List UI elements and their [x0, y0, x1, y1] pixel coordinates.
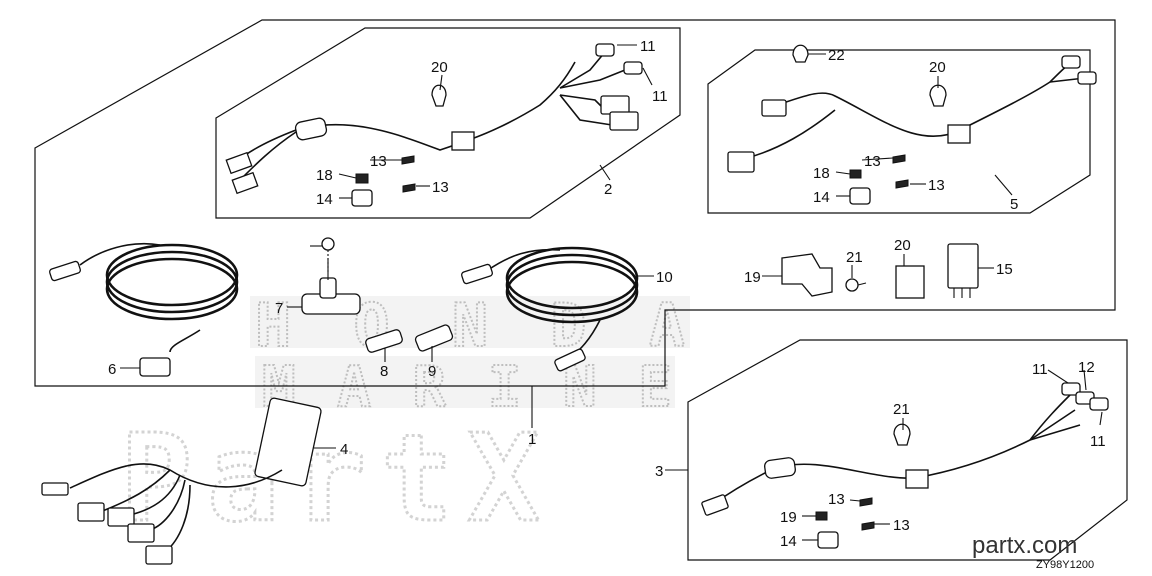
- screw-part-22: [321, 237, 335, 272]
- callout-9: 9: [428, 363, 436, 380]
- terminator-part-8: [365, 329, 403, 353]
- callout-13: 13: [828, 491, 845, 508]
- cable-coil-left: [49, 242, 239, 377]
- cable-coil-right: [461, 246, 639, 372]
- tee-connector-part-7: [301, 258, 361, 315]
- callout-15: 15: [996, 261, 1013, 278]
- bracket-part-16: [781, 253, 833, 297]
- terminator-part-9: [414, 324, 454, 352]
- harness-part-5: [727, 44, 1097, 205]
- callout-11: 11: [640, 38, 656, 55]
- callout-20: 20: [431, 59, 448, 76]
- callout-13: 13: [928, 177, 945, 194]
- callout-16: 19: [744, 269, 761, 286]
- callout-13: 13: [370, 153, 387, 170]
- callout-labels: 11 11 20 13 18 13 14 2 22 20 13 18 13 14…: [108, 38, 1106, 550]
- brand-text: partx.com: [972, 532, 1077, 559]
- callout-20: 21: [893, 401, 910, 418]
- callout-10: 10: [656, 269, 673, 286]
- callout-11: 11: [1032, 361, 1048, 378]
- assembly-1-outline: [34, 19, 1116, 387]
- callout-18: 19: [780, 509, 797, 526]
- harness-part-3: [701, 382, 1109, 549]
- callout-3: 3: [655, 463, 663, 480]
- callout-6: 6: [108, 361, 116, 378]
- callout-8: 8: [380, 363, 388, 380]
- callout-11: 11: [1090, 433, 1106, 450]
- figure-code: ZY98Y1200: [1036, 559, 1094, 571]
- callout-11: 11: [652, 88, 668, 105]
- callout-14: 14: [316, 191, 333, 208]
- relay-cover-part-17: [895, 265, 925, 299]
- callout-18: 18: [813, 165, 830, 182]
- callout-4: 4: [340, 441, 348, 458]
- callout-13: 13: [432, 179, 449, 196]
- callout-7: 7: [275, 300, 283, 317]
- callout-20: 20: [929, 59, 946, 76]
- bolt-part-19: [845, 278, 867, 292]
- assembly-2-box: [215, 27, 681, 219]
- leader-lines: [120, 44, 1103, 541]
- assembly-3-box: [687, 339, 1128, 561]
- callout-14: 14: [780, 533, 797, 550]
- callout-13: 13: [893, 517, 910, 534]
- callout-18: 18: [316, 167, 333, 184]
- assembly-5-box: [707, 49, 1091, 214]
- watermark: HONDA MARINE PartX: [119, 290, 690, 551]
- callout-12: 12: [1078, 359, 1095, 376]
- harness-part-4: [41, 397, 322, 565]
- relay-part-15: [947, 243, 979, 298]
- harness-part-2: [225, 43, 643, 207]
- callout-19: 21: [846, 249, 863, 266]
- callout-13: 13: [864, 153, 881, 170]
- callout-17: 20: [894, 237, 911, 254]
- callout-5: 5: [1010, 196, 1018, 213]
- callout-14: 14: [813, 189, 830, 206]
- callout-1: 1: [528, 431, 536, 448]
- watermark-line-3: PartX: [120, 410, 540, 549]
- callout-21: 22: [828, 47, 845, 64]
- callout-2: 2: [604, 181, 612, 198]
